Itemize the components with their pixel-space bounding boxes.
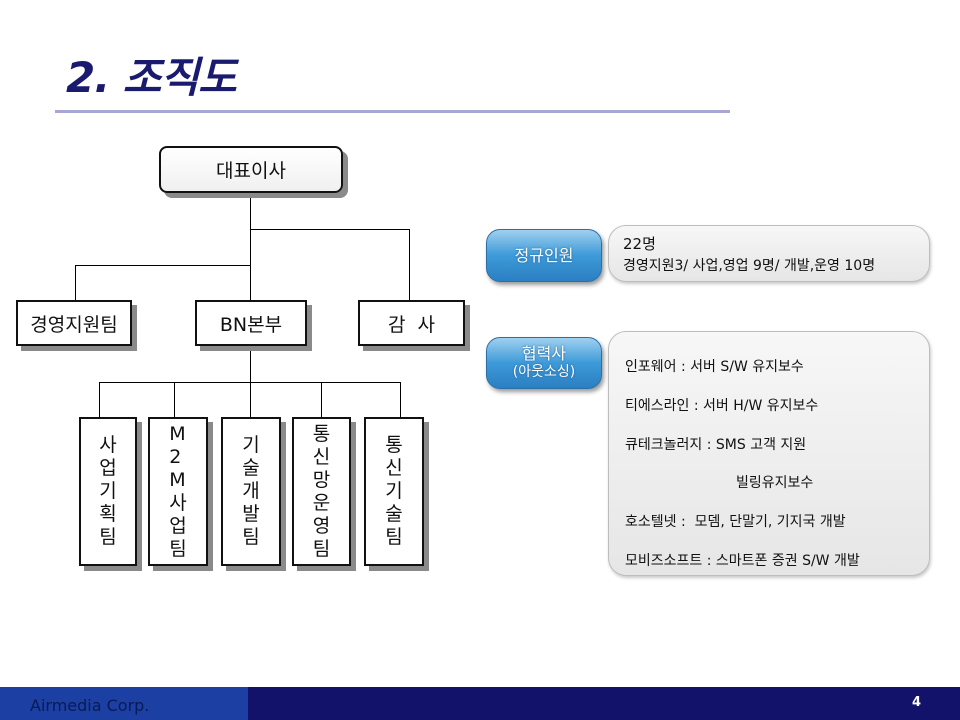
connector [75, 265, 250, 266]
partner-item: 빌링유지보수 [736, 475, 814, 491]
connector [250, 193, 251, 301]
partner-item: 큐테크놀러지 : SMS 고객 지원 [625, 437, 807, 453]
connector [99, 382, 100, 417]
partner-item: 모비즈소프트 : 스마트폰 증권 S/W 개발 [625, 553, 860, 569]
page-title: 2. 조직도 [66, 53, 237, 102]
connector [400, 382, 401, 417]
partner-item: 호소텔넷 : 모뎀, 단말기, 기지국 개발 [625, 514, 846, 530]
partners-panel: 인포웨어 : 서버 S/W 유지보수 티에스라인 : 서버 H/W 유지보수 큐… [608, 331, 930, 576]
partners-label-pill: 협력사 (아웃소싱) [486, 337, 602, 389]
connector [174, 382, 175, 417]
connector [250, 229, 410, 230]
connector [250, 345, 251, 382]
connector [250, 382, 251, 417]
connector [409, 229, 410, 301]
staff-breakdown: 경영지원3/ 사업,영업 9명/ 개발,운영 10명 [623, 258, 876, 274]
staff-label-pill: 정규인원 [486, 229, 602, 282]
partner-item: 티에스라인 : 서버 H/W 유지보수 [625, 398, 819, 414]
partner-item: 인포웨어 : 서버 S/W 유지보수 [625, 359, 804, 375]
connector [99, 382, 400, 383]
staff-info-panel: 22명 경영지원3/ 사업,영업 9명/ 개발,운영 10명 [608, 225, 930, 282]
partners-label: 협력사 [521, 344, 567, 363]
org-box-management-support: 경영지원팀 [16, 300, 132, 346]
footer-company: Airmedia Corp. [0, 687, 248, 720]
partners-sublabel: (아웃소싱) [512, 364, 576, 380]
org-box-bn-division: BN본부 [195, 300, 307, 346]
org-box-audit: 감 사 [358, 300, 465, 346]
page-number: 4 [912, 695, 922, 710]
org-box-ceo: 대표이사 [159, 146, 343, 193]
connector [321, 382, 322, 417]
connector [75, 265, 76, 301]
staff-label: 정규인원 [514, 246, 574, 265]
staff-count: 22명 [623, 235, 656, 253]
title-divider [55, 110, 730, 113]
